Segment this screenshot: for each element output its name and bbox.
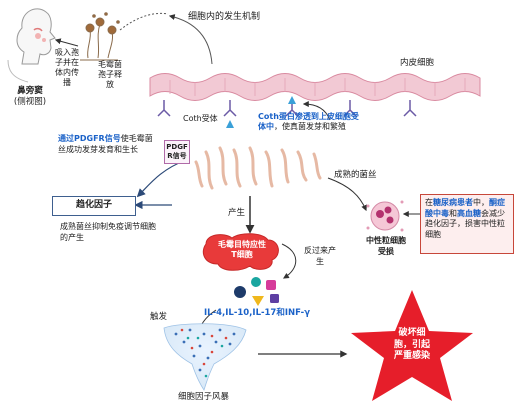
- endothelial-label: 内皮细胞: [400, 58, 435, 68]
- diabetes-text-part0: 在: [425, 198, 433, 207]
- pdgfr-to-chemokine-arrow: [136, 159, 187, 198]
- mucor-sporangia-icon: [80, 12, 120, 61]
- coth-protein-icon: [226, 96, 296, 128]
- endothelial-membrane: [149, 73, 481, 101]
- result-star-icon: [351, 290, 473, 401]
- spore-release-text: 毛霉菌孢子释放: [98, 60, 122, 89]
- mature-hyphae-label: 成熟的菌丝: [334, 170, 377, 180]
- diabetes-box: 在糖尿病患者中，酮症酸中毒和高血糖会减少趋化因子，损害中性粒细胞: [420, 194, 514, 254]
- mechanism-arrow: [168, 14, 213, 65]
- feedback-label: 反过来产生: [304, 246, 336, 266]
- neutrophil-icon: [366, 200, 404, 232]
- chemokine-label: 趋化因子: [75, 200, 112, 210]
- diabetes-text-part1: 糖尿病患者: [433, 198, 473, 207]
- diabetes-text-part5: 高血糖: [457, 208, 481, 218]
- sinus-label-line1: 鼻旁窦: [17, 86, 43, 96]
- pdgfr-description: 通过PDGFR信号使毛霉菌丝成功发芽发育和生长: [58, 134, 158, 155]
- storm-label: 细胞因子风暴: [178, 392, 230, 402]
- neutrophil-label: 中性粒细胞受损: [366, 236, 406, 256]
- pdgfr-description-rest: 使毛霉菌丝成功发芽发育和生长: [58, 134, 153, 154]
- produce-label: 产生: [228, 208, 246, 218]
- hyphae-inhibit-text: 成熟菌丝抑制免疫调节细胞的产生: [60, 222, 156, 242]
- coth-arrow: [302, 101, 331, 121]
- head-side-view-icon: [7, 8, 56, 83]
- pdgfr-signal-label: PDGF R信号: [166, 143, 188, 160]
- coth-receptor-label: Coth受体: [183, 114, 218, 123]
- sinus-label-line2: (侧视图): [13, 97, 47, 107]
- diabetes-text: 在糖尿病患者中，酮症酸中毒和高血糖会减少趋化因子，损害中性粒细胞: [425, 198, 509, 240]
- diabetes-text-part4: 和: [449, 208, 457, 218]
- inhale-text: 吸入孢子并在体内传播: [55, 48, 79, 87]
- mechanism-link: [119, 12, 169, 31]
- trigger-label: 触发: [150, 312, 168, 322]
- coth-description: Coth蛋白渗透到上皮细胞受体中，使真菌发芽和繁殖: [258, 112, 362, 132]
- cytokine-storm-icon: [163, 323, 247, 391]
- cytokine-molecules-icon: [234, 277, 279, 306]
- hyphae-to-neutrophil-arrow: [327, 177, 367, 212]
- diabetes-text-part2: 中，: [473, 198, 489, 207]
- hyphae-icon: [194, 146, 322, 190]
- cytokines-label: IL-4,IL-10,IL-17和INF-γ: [204, 308, 310, 318]
- coth-receptor-icon: [157, 100, 417, 117]
- feedback-arrow: [281, 243, 297, 279]
- top-title: 细胞内的发生机制: [188, 12, 261, 22]
- chemokine-box: 趋化因子: [52, 196, 136, 216]
- pdgfr-signal-box: PDGF R信号: [164, 140, 190, 164]
- pdgfr-description-highlight: 通过PDGFR信号: [58, 134, 121, 143]
- result-label: 破坏细胞，引起严重感染: [393, 328, 430, 361]
- spore-inhale-arrow: [54, 38, 79, 47]
- diabetes-text-part3: 酮症酸中毒: [425, 198, 505, 218]
- diabetes-text-part6: 会减少趋化因子，损害中性粒细胞: [425, 208, 505, 239]
- coth-description-highlight: Coth蛋白渗透到上皮细胞受体中: [258, 112, 359, 131]
- th17-cell-icon: [202, 233, 279, 271]
- coth-description-rest: ，使真菌发芽和繁殖: [274, 122, 346, 131]
- th17-label: 毛霉目特应性T细胞: [218, 240, 266, 259]
- sinus-label: 鼻旁窦 (侧视图): [8, 86, 52, 108]
